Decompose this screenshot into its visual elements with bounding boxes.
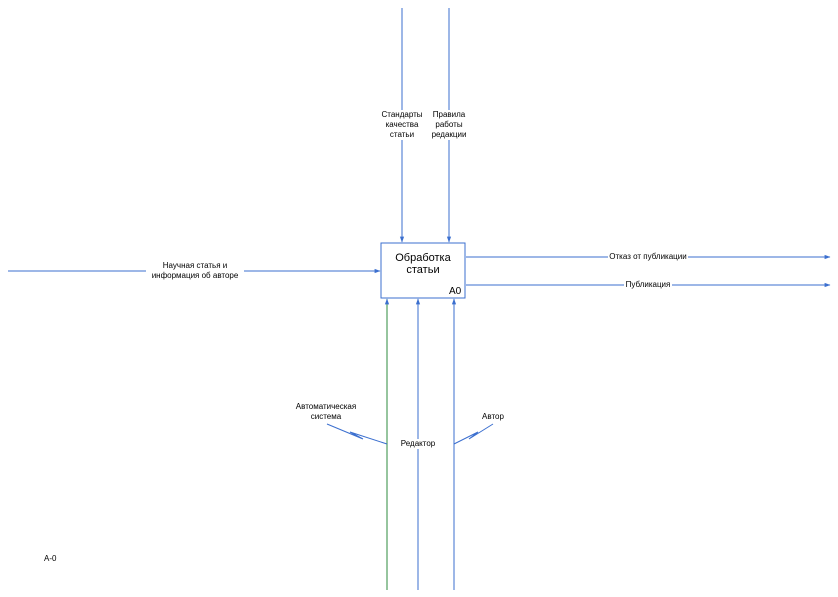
output-label-1: Отказ от публикации (608, 252, 688, 262)
squiggle-connector-right (453, 423, 494, 445)
control-label-2: Правила работы редакции (426, 110, 472, 140)
activity-box[interactable] (380, 242, 466, 299)
activity-title: Обработка статьи (395, 252, 451, 276)
mechanism-label-1: Автоматическая система (295, 402, 357, 421)
node-id: A-0 (44, 554, 57, 563)
squiggle-connector-left (326, 423, 388, 445)
mechanism-label-3: Автор (482, 412, 504, 421)
input-label-1: Научная статья и информация об авторе (146, 261, 244, 281)
activity-code: A0 (449, 286, 462, 297)
output-label-2: Публикация (624, 280, 672, 290)
mechanism-label-2: Редактор (398, 439, 438, 449)
control-label-1: Стандарты качества статьи (377, 110, 427, 140)
